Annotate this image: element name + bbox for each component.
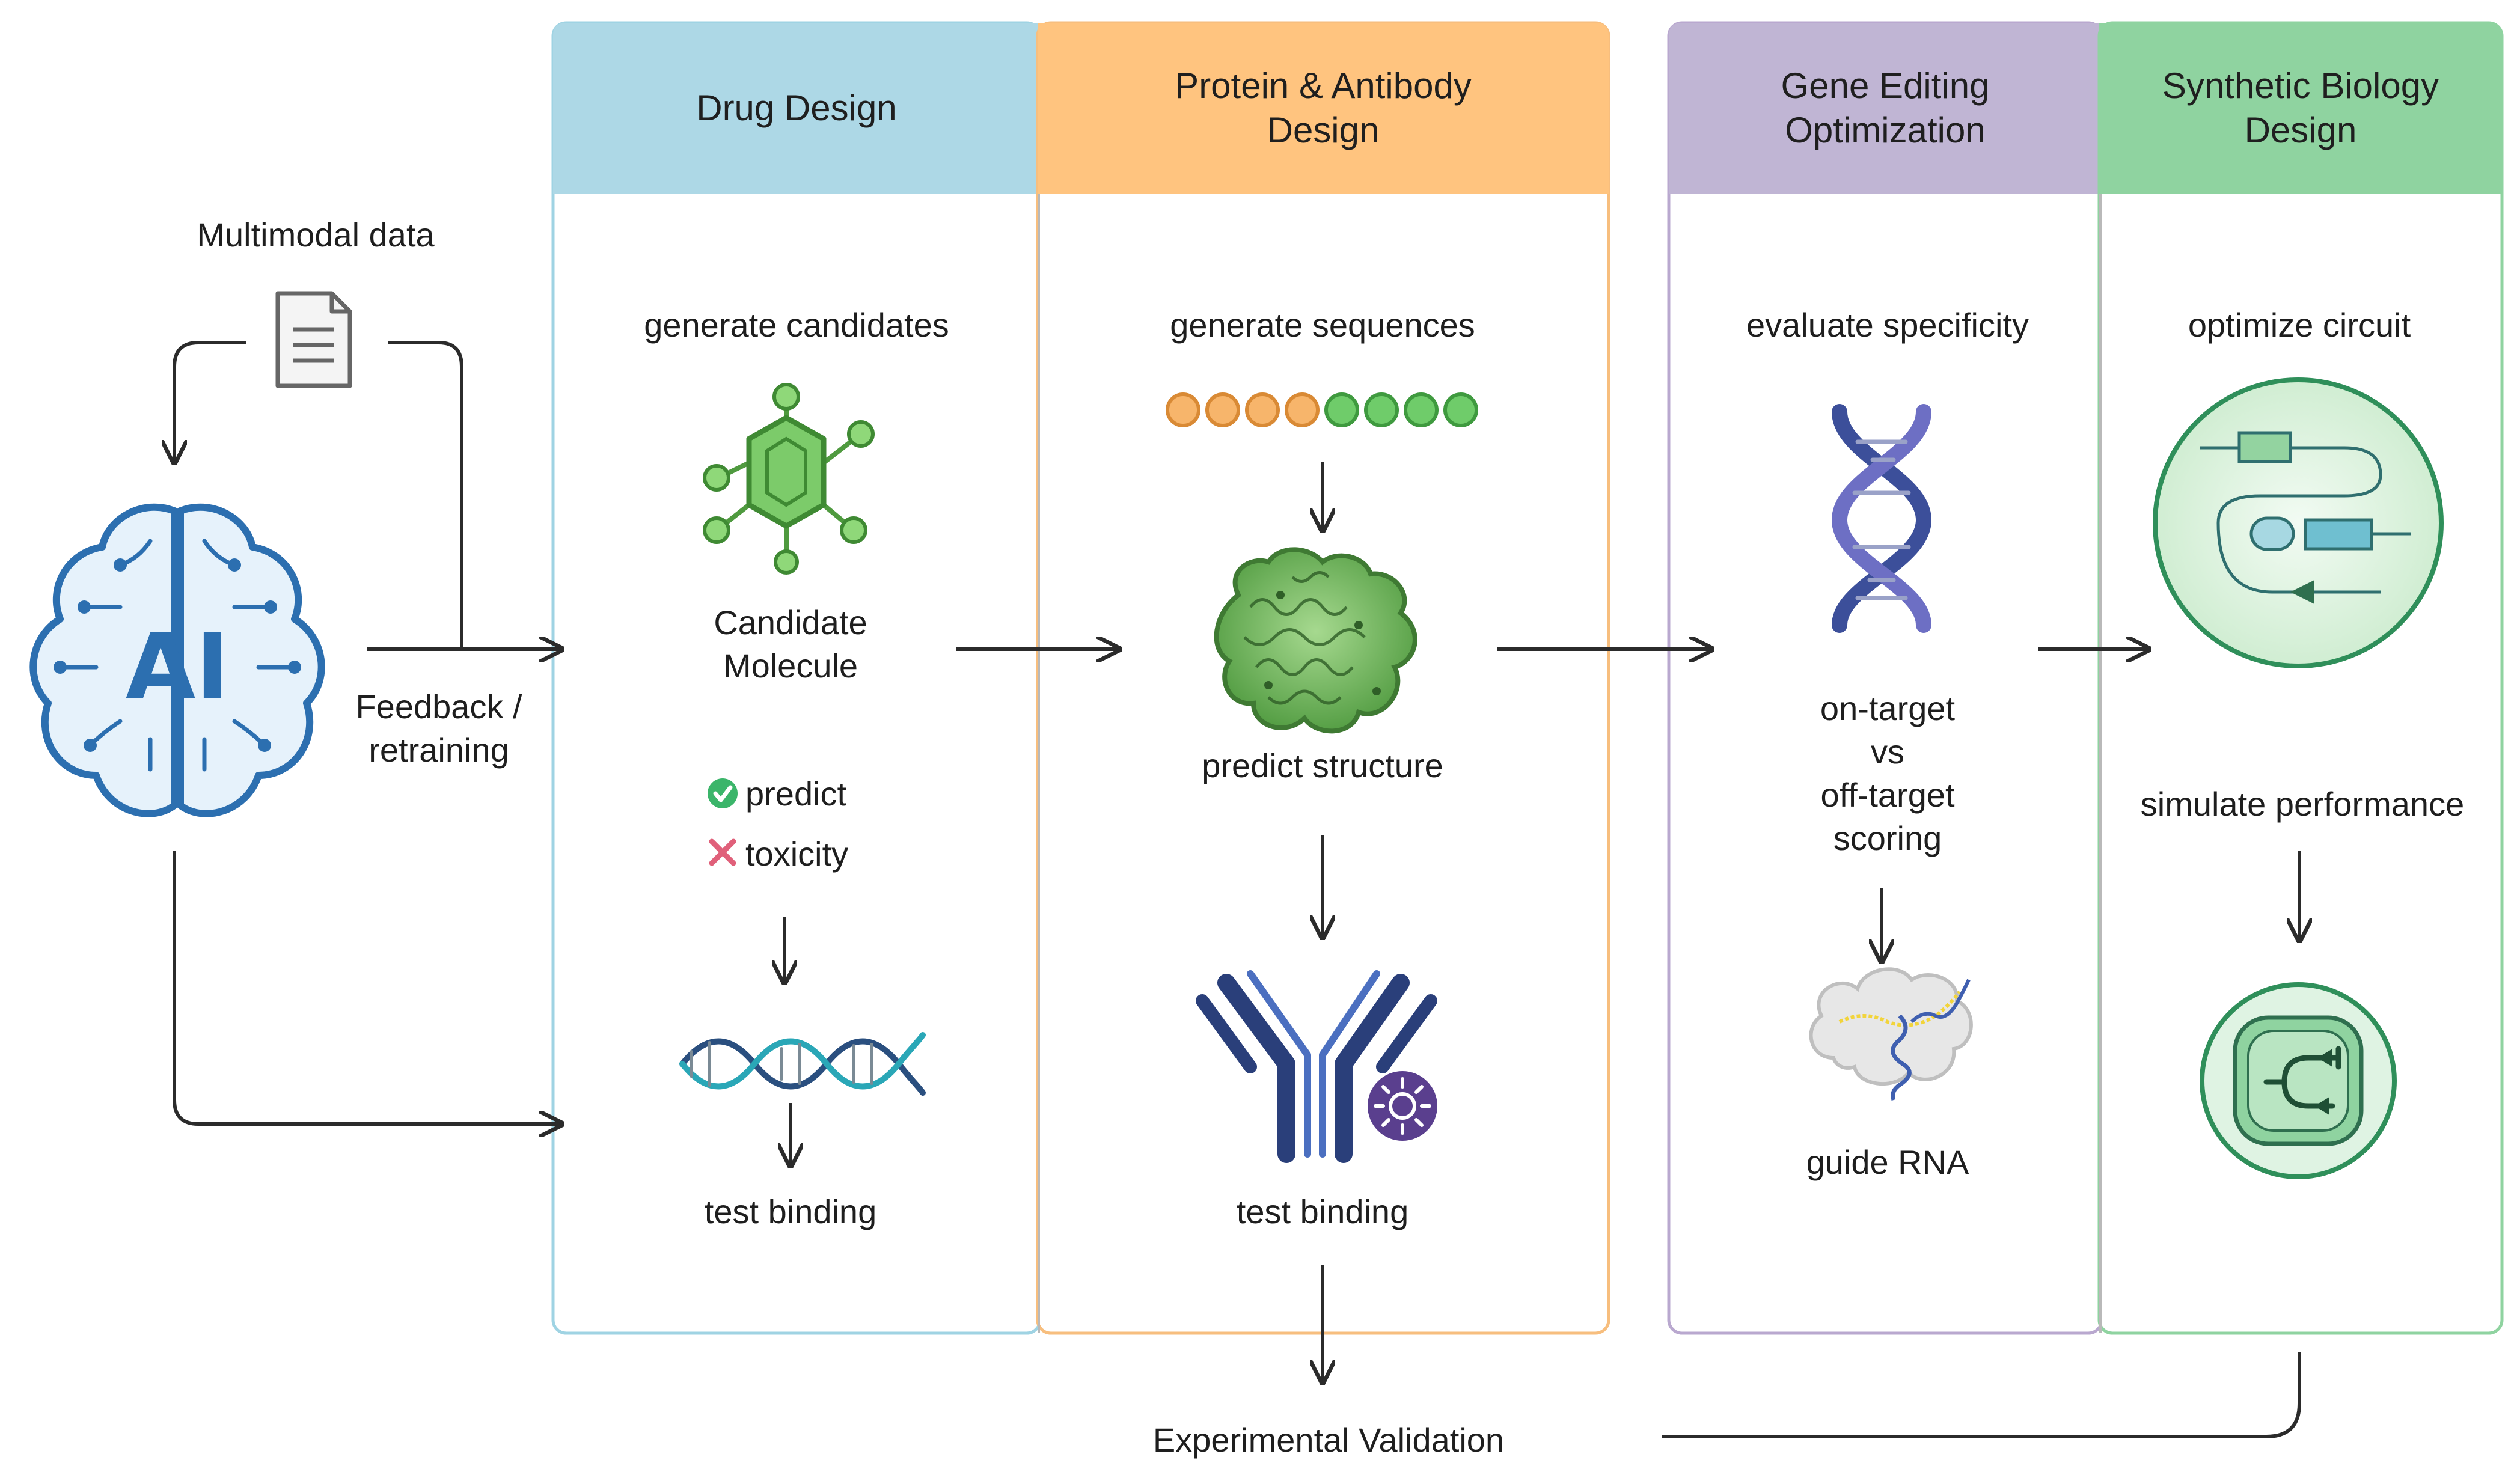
header-gene-editing-optimization: Gene Editing Optimization <box>1781 66 1990 150</box>
optimize-circuit-label: optimize circuit <box>2188 306 2411 344</box>
candidate-molecule-label: Candidate Molecule <box>714 603 867 685</box>
feedback-retraining-label: Feedback / retraining <box>355 688 522 769</box>
ai-label: AI <box>126 615 229 719</box>
panel-gene-editing <box>1667 21 2103 1335</box>
virus-antigen-icon <box>1368 1071 1437 1141</box>
document-icon <box>275 291 352 388</box>
predict-structure-label: predict structure <box>1202 747 1443 784</box>
predict-label: predict <box>745 775 847 813</box>
simulation-icon <box>2200 982 2397 1179</box>
guide-rna-icon <box>1809 967 1973 1101</box>
flow-arrows <box>173 462 2299 1438</box>
sequence-beads-icon <box>1166 392 1478 427</box>
panel-synthetic-biology <box>2097 21 2504 1335</box>
panel-drug-design <box>551 21 1042 1335</box>
ai-brain-icon <box>29 503 325 817</box>
drug-test-binding-label: test binding <box>704 1193 877 1230</box>
header-drug-design: Drug Design <box>696 88 897 128</box>
dna-helix-icon <box>679 1032 926 1096</box>
on-target-scoring-label: on-target vs off-target scoring <box>1820 689 1956 857</box>
header-protein-antibody-design: Protein & Antibody Design <box>1175 66 1472 150</box>
simulate-performance-label: simulate performance <box>2140 785 2465 823</box>
generate-sequences-label: generate sequences <box>1170 306 1475 344</box>
check-icon <box>708 778 738 808</box>
experimental-validation-label: Experimental Validation <box>1152 1421 1505 1459</box>
protein-structure-icon <box>1214 547 1418 734</box>
evaluate-specificity-label: evaluate specificity <box>1746 306 2029 344</box>
protein-test-binding-label: test binding <box>1236 1193 1409 1230</box>
generate-candidates-label: generate candidates <box>644 306 949 344</box>
guide-rna-label: guide RNA <box>1806 1143 1969 1181</box>
candidate-molecule-icon <box>703 383 875 575</box>
header-synthetic-biology-design: Synthetic Biology Design <box>2162 66 2439 150</box>
feedback-connectors <box>174 341 463 649</box>
genetic-circuit-icon <box>2153 377 2444 668</box>
antibody-icon <box>1196 970 1437 1163</box>
toxicity-label: toxicity <box>745 835 849 873</box>
dna-double-helix-icon <box>1831 404 1932 633</box>
cross-icon <box>709 838 736 866</box>
multimodal-data-label: Multimodal data <box>197 216 435 254</box>
